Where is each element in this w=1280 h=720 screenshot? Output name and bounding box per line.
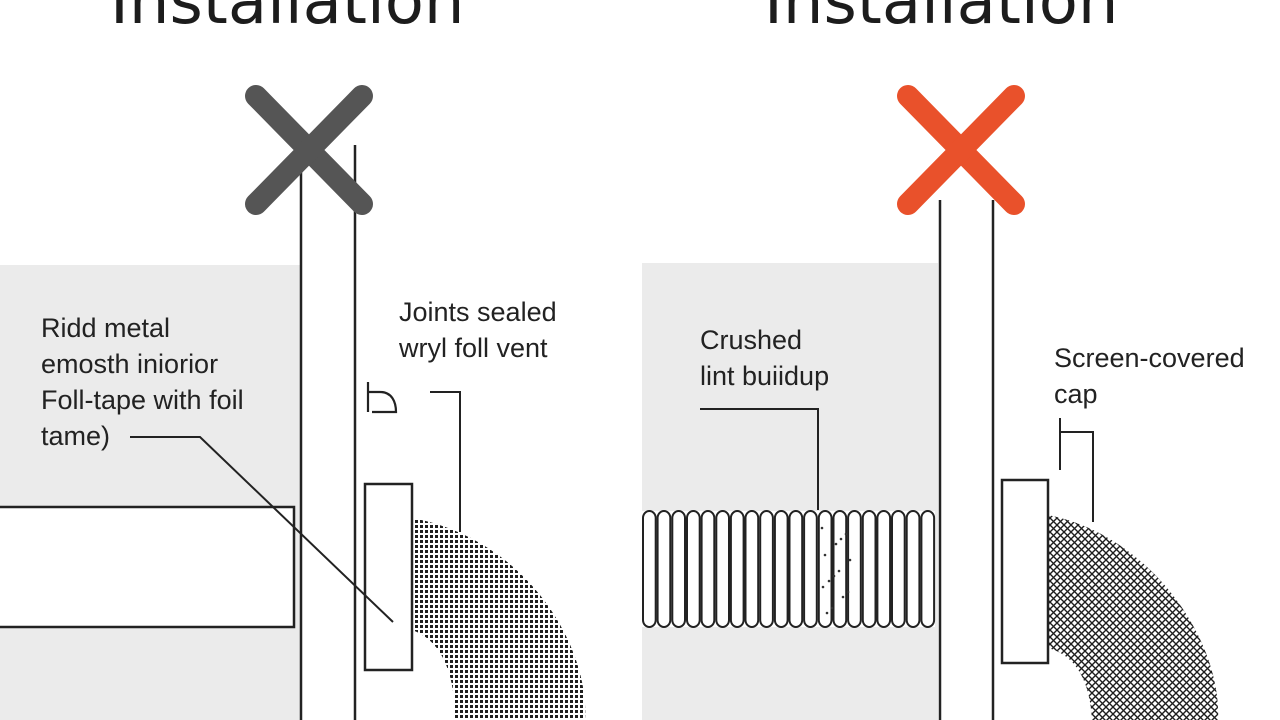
label-rigid-metal-line: Ridd metal — [41, 313, 171, 343]
flex-duct-rib — [729, 510, 745, 628]
left-elbow-vent — [412, 518, 586, 720]
label-joints-sealed: Joints sealed wryl foll vent — [399, 294, 557, 366]
lint-speck — [825, 611, 829, 615]
label-rigid-metal-line: emosth iniorior — [41, 349, 219, 379]
flex-duct-rib — [686, 510, 701, 628]
lint-speck — [823, 553, 827, 557]
flex-duct-rib — [920, 510, 936, 628]
right-cap-bracket — [1059, 418, 1094, 522]
left-joint-leader — [430, 391, 461, 532]
flex-duct-rib — [817, 510, 833, 628]
left-duct-section — [0, 505, 296, 629]
label-crushed-lint-line: Crushed — [700, 325, 803, 355]
flex-duct-rib — [876, 510, 892, 628]
flex-duct-rib — [744, 510, 760, 628]
label-rigid-metal-line: tame) — [41, 421, 111, 451]
label-screen-cap: Screen-covered cap — [1054, 340, 1245, 412]
left-heading: Installation — [110, 0, 465, 39]
flex-duct-rib — [642, 510, 657, 628]
flex-duct-rib — [759, 510, 774, 628]
left-panel — [0, 85, 586, 720]
lint-speck — [820, 526, 824, 530]
label-rigid-metal: Ridd metal emosth iniorior Foll-tape wit… — [41, 310, 244, 454]
flex-duct-rib — [803, 510, 818, 628]
right-flex-duct — [642, 510, 936, 628]
flex-duct-rib — [671, 510, 686, 628]
right-heading: Installation — [764, 0, 1119, 39]
label-crushed-lint-line: lint buiidup — [700, 361, 830, 391]
flex-duct-rib — [832, 510, 848, 628]
lint-speck — [839, 537, 843, 541]
right-x-mark-icon — [897, 85, 1025, 215]
right-elbow-vent — [1048, 515, 1219, 720]
lint-speck — [844, 532, 848, 536]
lint-speck — [834, 542, 838, 546]
label-screen-cap-line: cap — [1054, 379, 1098, 409]
label-rigid-metal-line: Foll-tape with foil — [41, 385, 244, 415]
label-screen-cap-line: Screen-covered — [1054, 343, 1245, 373]
flex-duct-rib — [656, 510, 672, 628]
lint-speck — [832, 574, 836, 578]
lint-speck — [821, 585, 825, 589]
label-joints-sealed-line: wryl foll vent — [399, 333, 548, 363]
lint-speck — [827, 579, 831, 583]
lint-speck — [846, 590, 850, 594]
right-lint-leader — [700, 408, 819, 510]
flex-duct-rib — [700, 510, 716, 628]
flex-duct-rib — [905, 510, 921, 628]
left-clamp-glyph — [366, 382, 398, 414]
lint-speck — [837, 569, 841, 573]
left-wall-area — [0, 265, 300, 720]
left-foil-leader — [130, 436, 394, 623]
label-crushed-lint: Crushed lint buiidup — [700, 322, 829, 394]
left-x-mark-icon — [245, 85, 373, 215]
flex-duct-rib — [788, 510, 804, 628]
left-wall-flange — [363, 482, 414, 672]
lint-speck — [841, 595, 845, 599]
flex-duct-rib — [773, 510, 789, 628]
flex-duct-rib — [891, 510, 906, 628]
right-panel — [642, 85, 1219, 720]
flex-duct-rib — [715, 510, 730, 628]
right-wall-area — [642, 263, 938, 720]
flex-duct-rib — [861, 510, 877, 628]
label-joints-sealed-line: Joints sealed — [399, 297, 557, 327]
right-wall-flange — [1000, 478, 1050, 665]
flex-duct-rib — [847, 510, 862, 628]
lint-speck — [848, 558, 852, 562]
lint-speck — [830, 606, 834, 610]
